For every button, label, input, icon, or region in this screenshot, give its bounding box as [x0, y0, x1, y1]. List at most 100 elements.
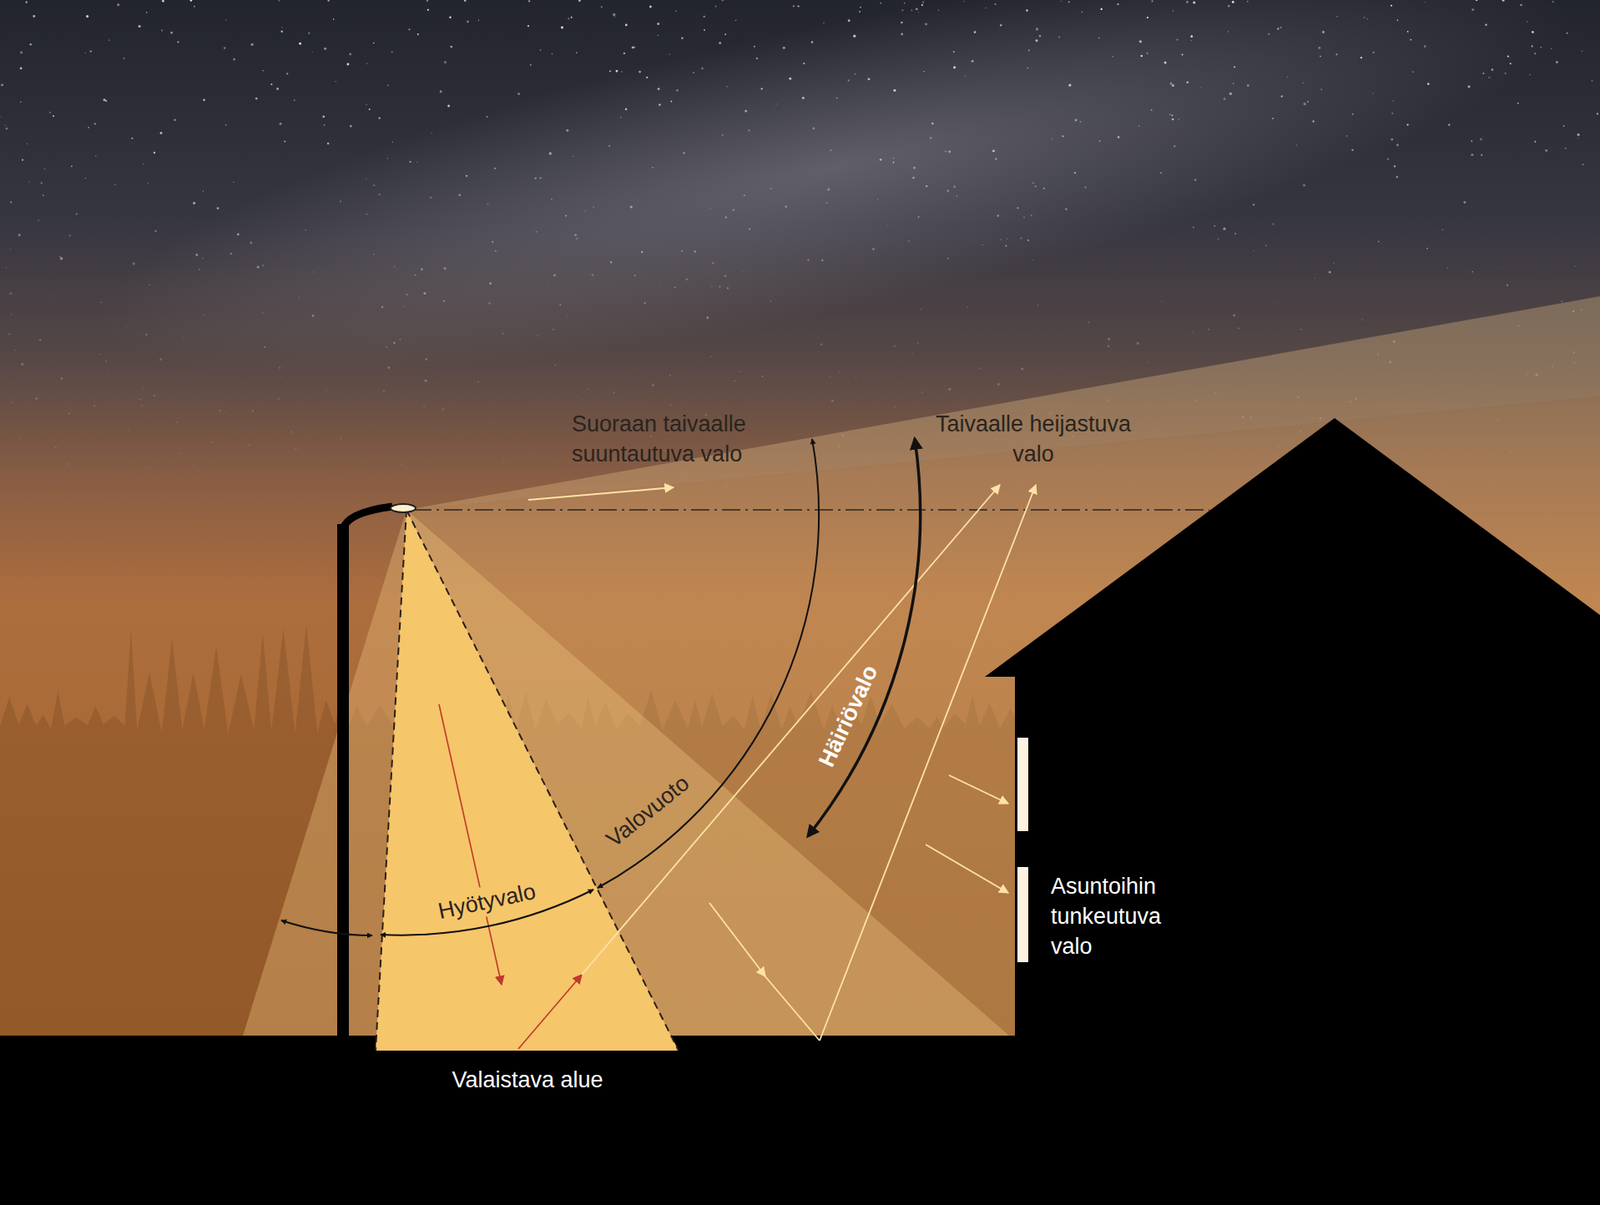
star	[855, 377, 858, 379]
star	[1276, 27, 1280, 31]
star	[948, 150, 951, 153]
star	[486, 116, 489, 118]
star	[1171, 118, 1175, 122]
star	[1020, 368, 1024, 371]
star	[1539, 46, 1542, 49]
star	[44, 168, 46, 170]
star	[1319, 55, 1322, 58]
star	[1498, 267, 1500, 268]
star	[210, 441, 212, 444]
star	[999, 24, 1002, 26]
star	[173, 119, 176, 122]
star	[146, 11, 147, 13]
star	[262, 70, 263, 71]
star	[1232, 314, 1236, 318]
star	[1050, 137, 1053, 140]
star	[964, 75, 966, 77]
star	[1136, 342, 1140, 345]
star	[1463, 201, 1466, 204]
star	[703, 15, 706, 18]
star	[70, 165, 73, 167]
star	[822, 22, 825, 25]
star	[116, 491, 120, 495]
star	[724, 33, 727, 36]
star	[854, 73, 856, 75]
star	[1213, 225, 1216, 228]
star	[162, 465, 164, 467]
star	[1006, 237, 1008, 239]
star	[1068, 84, 1071, 87]
star	[65, 463, 69, 466]
star	[1271, 117, 1274, 120]
area-label: Valaistava alue	[451, 1064, 603, 1096]
star	[859, 6, 861, 8]
star	[1560, 300, 1563, 303]
star	[893, 89, 896, 92]
star	[1043, 187, 1045, 190]
star	[52, 115, 55, 117]
star	[230, 252, 233, 255]
star	[715, 5, 717, 8]
star	[263, 346, 266, 349]
star	[559, 303, 561, 306]
star	[286, 72, 288, 75]
star	[255, 97, 258, 101]
star	[575, 51, 578, 54]
star	[348, 53, 352, 56]
star	[656, 22, 660, 26]
star	[792, 5, 795, 7]
star	[1302, 184, 1306, 187]
horizon-line	[413, 509, 1210, 511]
star	[651, 383, 655, 387]
star	[802, 96, 805, 100]
star	[1147, 362, 1149, 364]
star	[8, 333, 11, 336]
star	[1231, 0, 1235, 4]
star	[1317, 46, 1321, 50]
star	[676, 89, 678, 91]
sky-light-label: Suoraan taivaalle suuntautuva valo	[571, 408, 789, 470]
star	[1146, 52, 1149, 55]
star	[5, 125, 6, 127]
star	[784, 205, 788, 208]
star	[1534, 52, 1536, 55]
star	[1252, 203, 1255, 206]
star	[1563, 125, 1565, 127]
star	[1117, 136, 1121, 139]
star	[1108, 345, 1110, 347]
star	[87, 126, 90, 129]
star	[1170, 114, 1173, 117]
incident-ray	[709, 903, 766, 977]
star	[802, 62, 805, 65]
star	[1229, 92, 1232, 96]
star	[313, 271, 316, 273]
star	[620, 116, 622, 119]
star	[529, 64, 532, 66]
star	[549, 151, 552, 155]
star	[761, 87, 763, 90]
star	[788, 77, 792, 81]
star	[1192, 0, 1196, 4]
star	[439, 90, 443, 93]
star	[142, 163, 144, 165]
star	[615, 70, 619, 73]
star	[586, 349, 588, 351]
star	[20, 66, 23, 70]
lamp-pole	[337, 524, 349, 1039]
star	[349, 125, 353, 128]
star	[1396, 176, 1399, 178]
star	[609, 70, 611, 72]
star	[1171, 84, 1175, 87]
star	[327, 142, 330, 146]
star	[971, 60, 975, 63]
star	[237, 233, 240, 237]
star	[398, 338, 401, 341]
star	[1088, 322, 1091, 324]
lamp-head	[390, 504, 416, 513]
star	[108, 39, 110, 41]
star	[1281, 95, 1283, 97]
star	[1023, 217, 1025, 219]
star	[572, 156, 574, 157]
star	[548, 286, 550, 288]
star	[912, 176, 914, 179]
